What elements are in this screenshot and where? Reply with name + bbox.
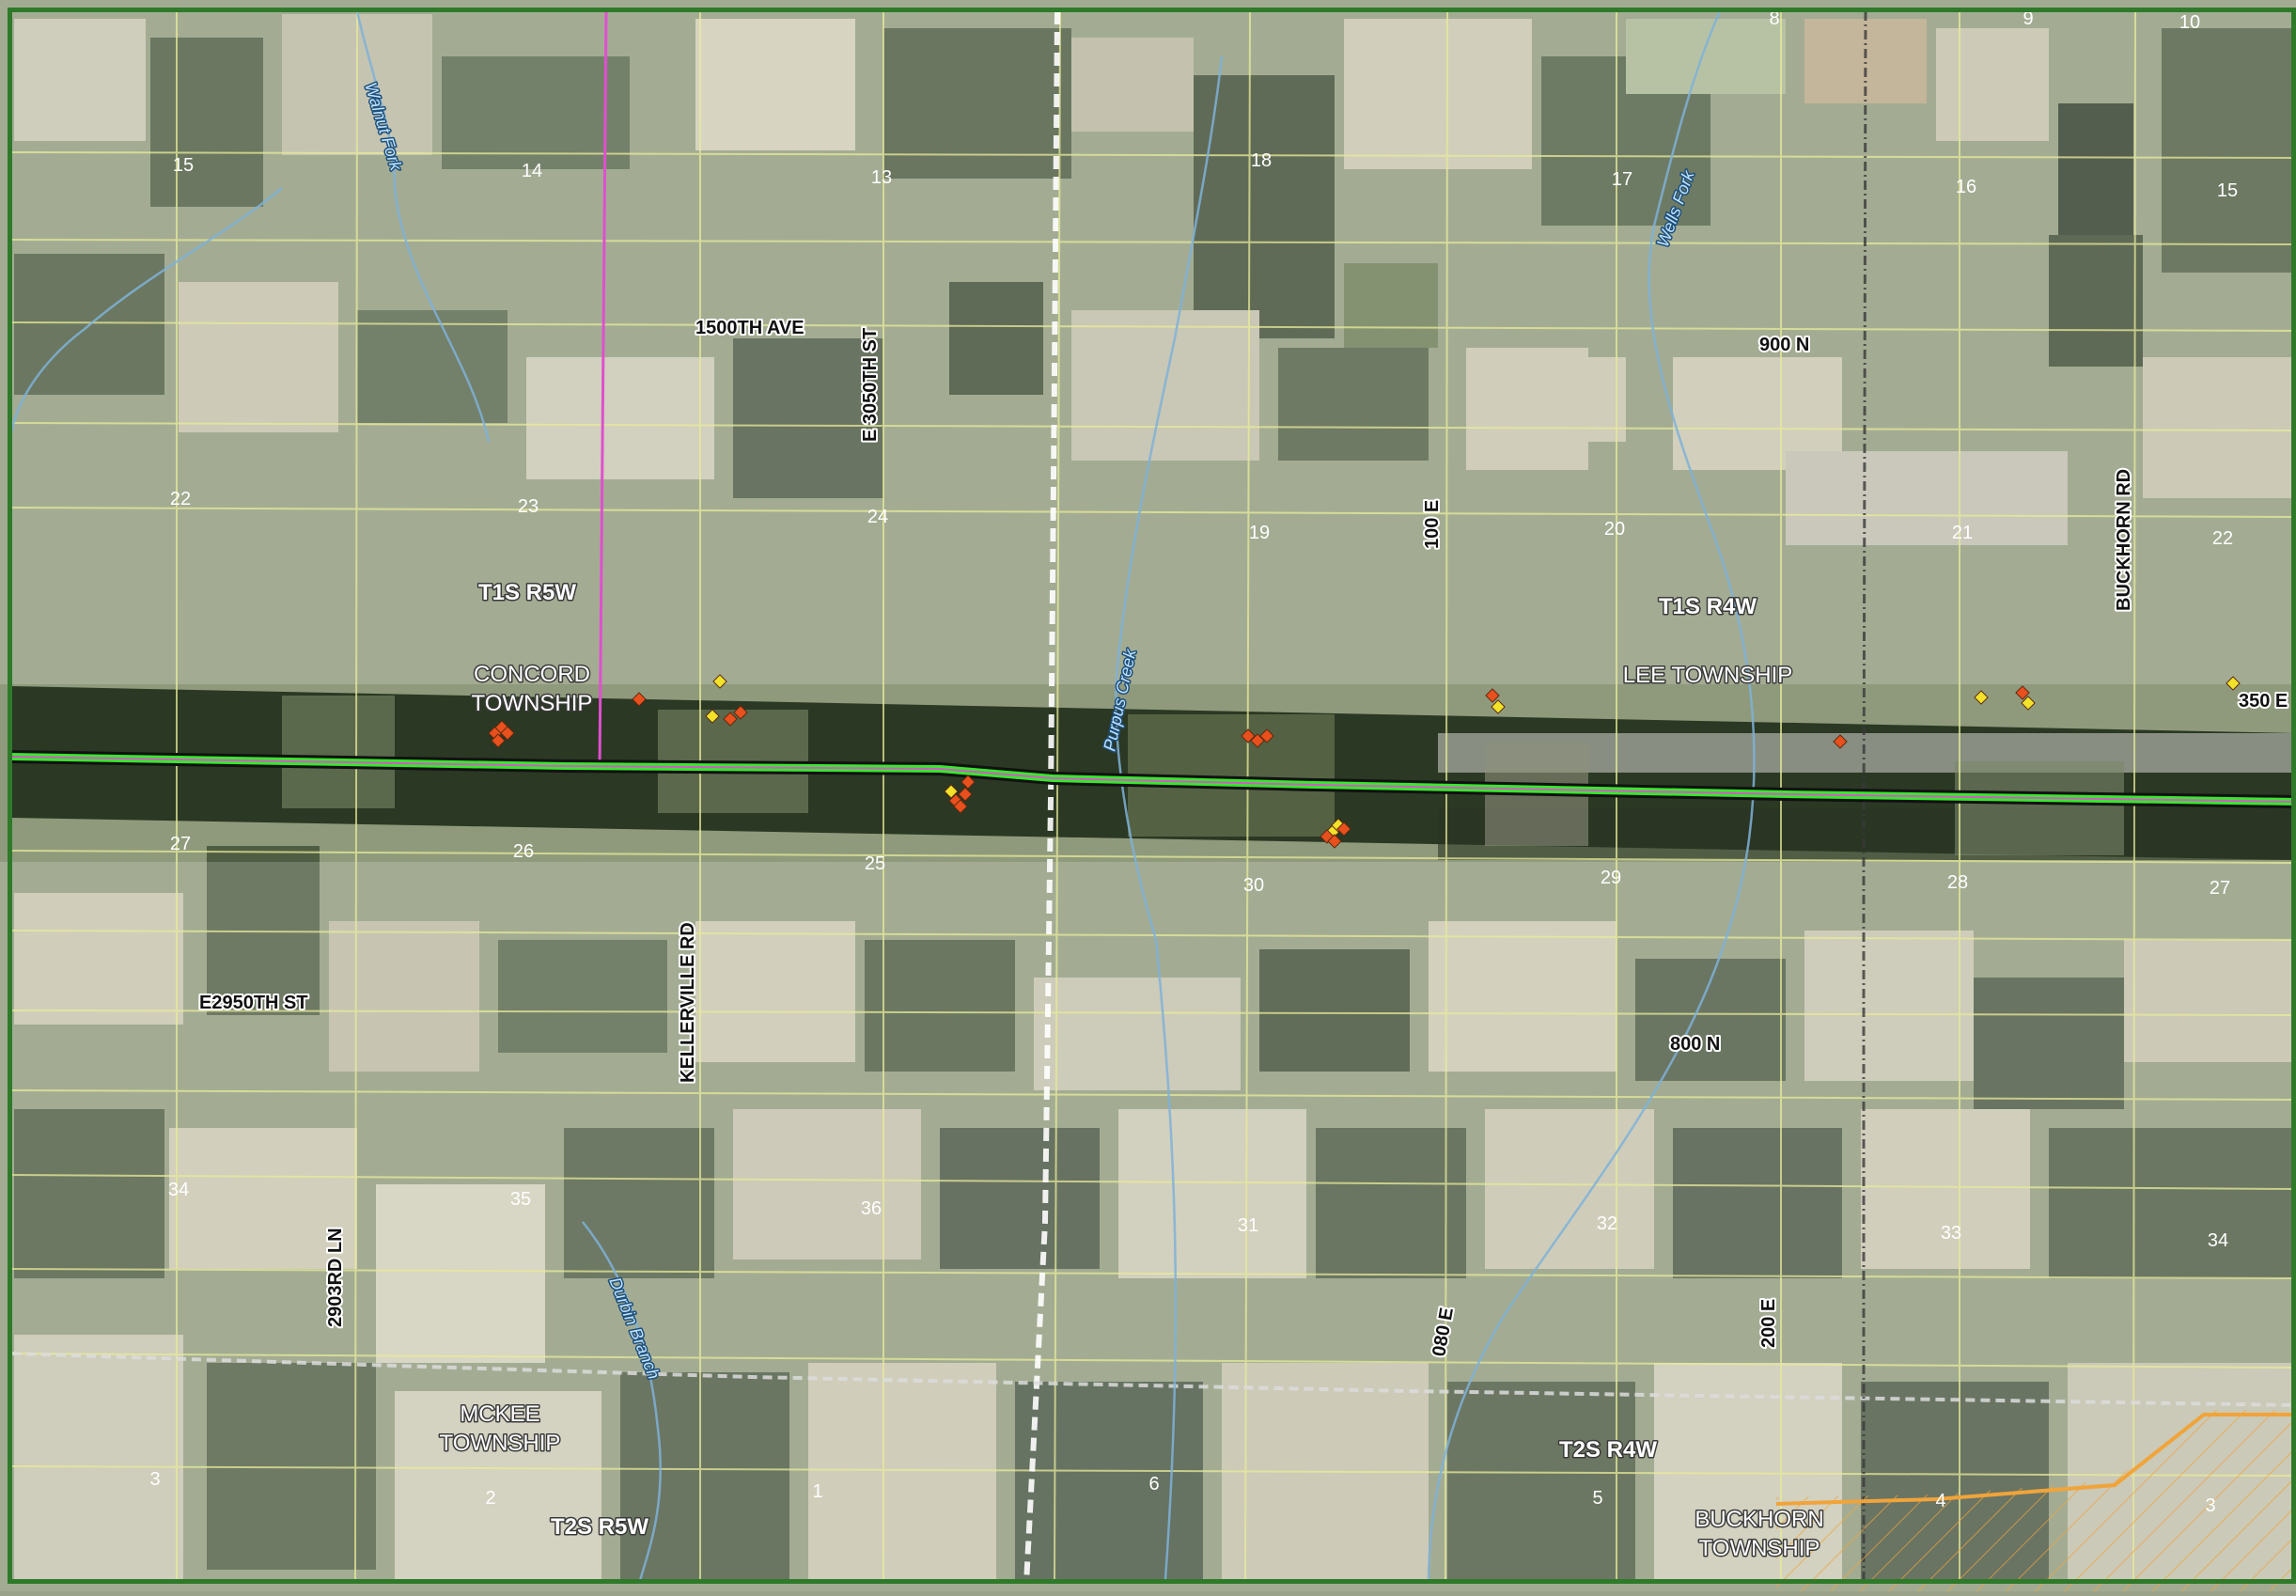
section-number: 14 <box>522 161 542 181</box>
section-number: 24 <box>867 507 888 527</box>
section-number: 16 <box>1956 177 1976 197</box>
section-numbers: 8 9 10 15 14 13 18 17 16 15 22 23 24 19 … <box>149 8 2238 1516</box>
section-lines <box>10 10 2296 1580</box>
section-number: 35 <box>510 1189 531 1210</box>
section-number: 21 <box>1952 523 1973 543</box>
road-label: 100 E <box>1422 500 1443 549</box>
site-marker[interactable] <box>1974 690 1989 705</box>
section-number: 27 <box>2210 878 2230 899</box>
site-marker[interactable] <box>500 726 515 741</box>
township-name-label: TOWNSHIP <box>1699 1536 1820 1561</box>
site-marker[interactable] <box>1241 728 1256 743</box>
section-number: 36 <box>861 1198 882 1219</box>
section-number: 8 <box>1769 8 1779 29</box>
site-marker[interactable] <box>632 692 647 707</box>
section-number: 26 <box>513 841 534 862</box>
road-label: 2903RD LN <box>325 1228 346 1327</box>
section-number: 25 <box>865 853 885 874</box>
township-range-label: T1S R4W <box>1659 594 1757 619</box>
section-number: 10 <box>2179 12 2200 33</box>
township-range-label: T1S R5W <box>478 580 576 605</box>
site-marker[interactable] <box>1250 733 1265 748</box>
township-name-label: TOWNSHIP <box>472 691 593 716</box>
corridor-mask-top <box>0 0 2296 684</box>
section-number: 13 <box>871 167 892 188</box>
site-marker[interactable] <box>2015 685 2030 700</box>
pipeline-line <box>598 10 608 772</box>
site-marker[interactable] <box>733 705 748 720</box>
road-label: E2950TH ST <box>199 993 308 1013</box>
road-label: 200 E <box>1758 1299 1779 1348</box>
township-range-label: T2S R5W <box>551 1514 648 1540</box>
section-number: 34 <box>2208 1230 2228 1251</box>
alignment-route <box>10 750 2296 808</box>
section-number: 4 <box>1935 1491 1945 1511</box>
site-marker[interactable] <box>1327 834 1342 849</box>
road-label: KELLERVILLE RD <box>678 922 698 1083</box>
road-label: 350 E <box>2239 691 2288 712</box>
site-marker[interactable] <box>953 799 968 814</box>
site-marker[interactable] <box>958 787 973 802</box>
site-marker[interactable] <box>2226 676 2241 691</box>
site-marker[interactable] <box>1259 728 1274 743</box>
section-number: 29 <box>1601 868 1621 888</box>
township-name-label: MCKEE <box>460 1401 539 1427</box>
road-label: BUCKHORN RD <box>2114 469 2134 611</box>
site-marker[interactable] <box>1336 821 1351 837</box>
section-number: 6 <box>1148 1474 1159 1494</box>
site-marker[interactable] <box>1491 699 1506 714</box>
section-number: 22 <box>170 489 191 509</box>
section-number: 19 <box>1249 523 1270 543</box>
road-label: 1500TH AVE <box>695 318 804 338</box>
site-marker[interactable] <box>712 674 727 689</box>
site-marker[interactable] <box>705 709 720 724</box>
section-number: 15 <box>2217 180 2238 201</box>
section-number: 33 <box>1941 1223 1961 1244</box>
section-number: 17 <box>1612 169 1632 190</box>
section-number: 5 <box>1592 1488 1602 1509</box>
section-number: 1 <box>812 1481 822 1502</box>
township-name-label: CONCORD <box>474 662 590 687</box>
section-number: 31 <box>1238 1215 1258 1236</box>
road-labels: 1500TH AVE E 3050TH ST 900 N 100 E BUCKH… <box>197 316 2289 1360</box>
section-number: 23 <box>518 496 539 517</box>
land-cover <box>14 14 2293 1579</box>
section-number: 27 <box>170 834 191 854</box>
site-marker[interactable] <box>944 784 959 799</box>
section-number: 22 <box>2212 528 2233 549</box>
section-number: 28 <box>1947 872 1968 893</box>
section-number: 2 <box>485 1488 495 1509</box>
section-number: 18 <box>1251 150 1272 171</box>
county-boundary <box>10 10 2296 1585</box>
section-number: 3 <box>2205 1495 2215 1516</box>
township-range-label: T2S R4W <box>1559 1437 1657 1463</box>
section-number: 32 <box>1597 1213 1617 1234</box>
township-name-label: TOWNSHIP <box>440 1431 561 1456</box>
admin-labels: T1S R5W CONCORD TOWNSHIP T1S R4W LEE TOW… <box>438 579 1825 1563</box>
site-marker[interactable] <box>491 733 506 748</box>
section-number: 34 <box>168 1180 189 1200</box>
road-label: 900 N <box>1759 335 1809 355</box>
corridor-mask-bottom <box>0 862 2296 1591</box>
township-name-label: LEE TOWNSHIP <box>1623 663 1793 688</box>
section-number: 30 <box>1243 875 1264 896</box>
parcel-area <box>1775 1410 2296 1591</box>
township-name-label: BUCKHORN <box>1695 1507 1823 1532</box>
streams <box>9 10 1756 1585</box>
site-marker[interactable] <box>1485 688 1500 703</box>
section-number: 20 <box>1604 519 1625 540</box>
section-number: 9 <box>2023 8 2033 29</box>
road-label: 800 N <box>1670 1034 1720 1055</box>
section-number: 15 <box>173 155 194 176</box>
site-marker[interactable] <box>961 775 976 790</box>
site-marker[interactable] <box>723 712 738 727</box>
site-marker[interactable] <box>2021 696 2036 711</box>
section-number: 3 <box>149 1469 160 1490</box>
site-marker[interactable] <box>1833 734 1848 749</box>
road-label: E 3050TH ST <box>860 328 881 442</box>
site-markers <box>488 674 2241 849</box>
